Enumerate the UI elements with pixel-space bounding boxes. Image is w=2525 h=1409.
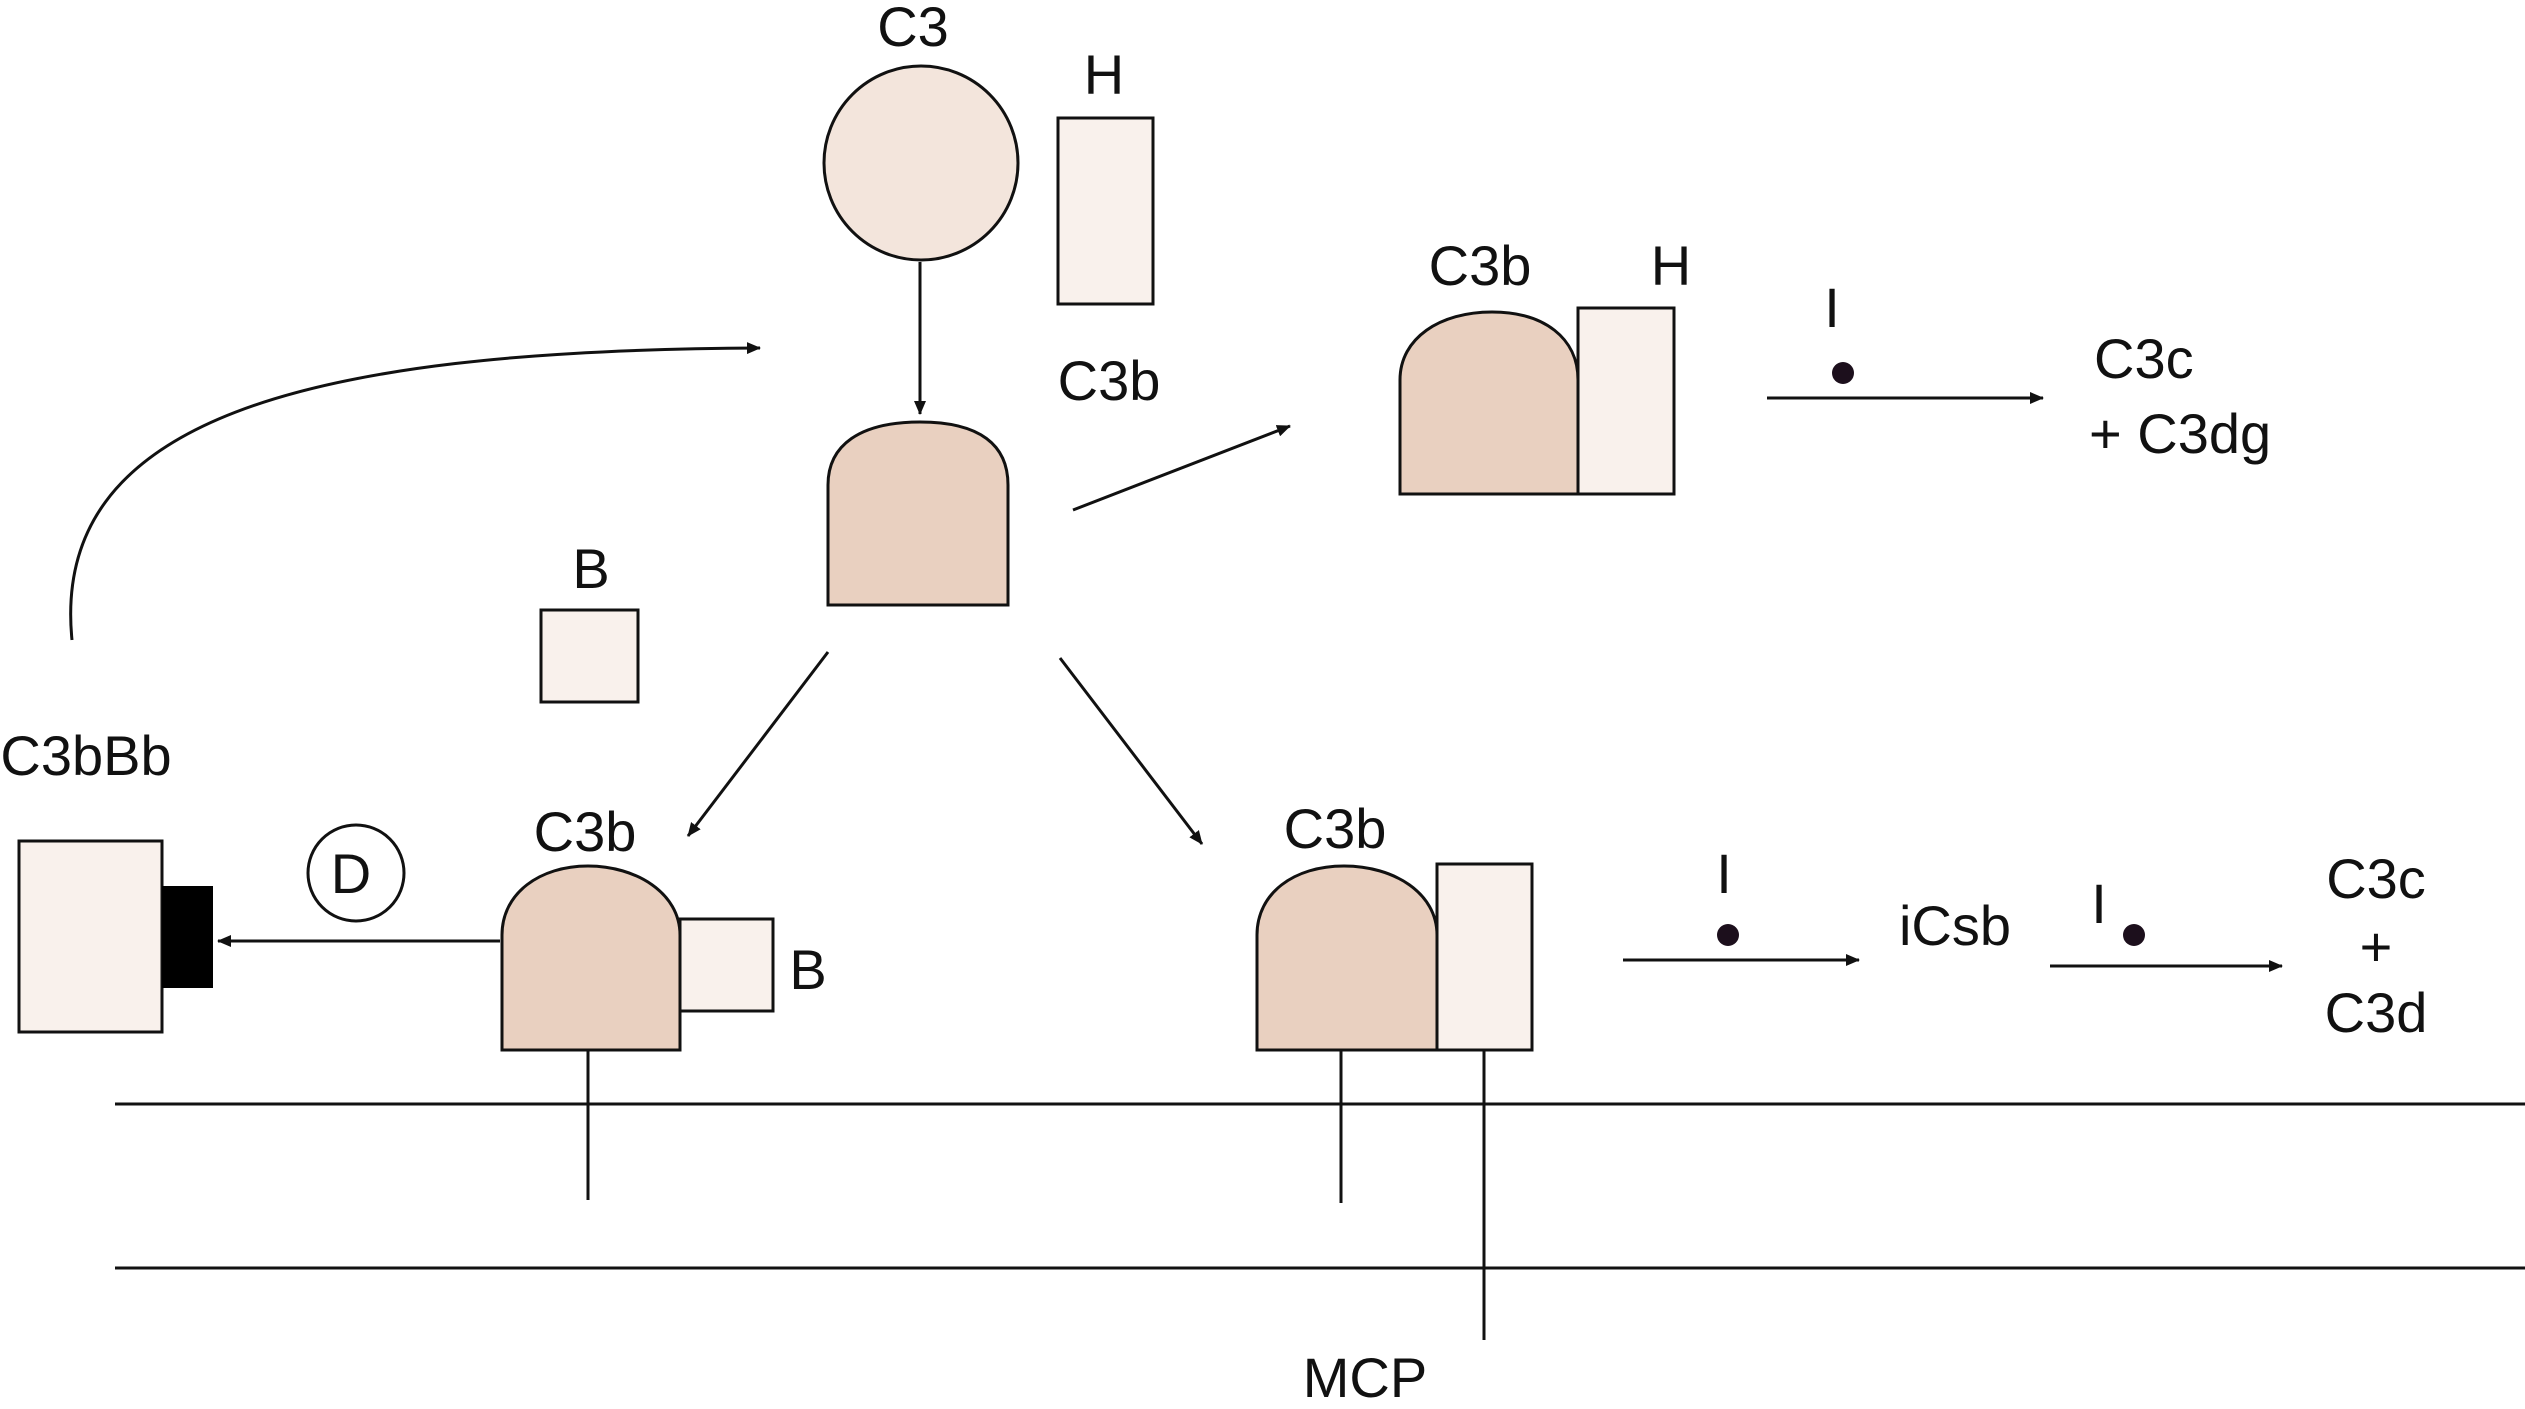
c3b-right-molecule (1255, 864, 1439, 1052)
arrow-to-c3b-left (686, 651, 830, 837)
c3c-right-label: C3c (2326, 847, 2426, 910)
h-complex-label: H (1651, 234, 1691, 297)
inhibitor-i-right-dot (2123, 924, 2145, 946)
c3dg-top-label: + C3dg (2089, 402, 2271, 465)
factor-h-top (1056, 116, 1155, 306)
plus-right-label: + (2360, 915, 2393, 978)
factor-d-label: D (331, 842, 371, 905)
inhibitor-i-right-label: I (2091, 872, 2107, 935)
factor-d-circle (306, 823, 406, 923)
c3b-right-label: C3b (1284, 797, 1387, 860)
inhibitor-i-mid-label: I (1716, 842, 1732, 905)
c3-molecule (822, 64, 1020, 262)
c3b-center-label: C3b (1058, 349, 1161, 412)
inhibitor-i-mid-dot (1717, 924, 1739, 946)
mcp-label: MCP (1303, 1346, 1427, 1409)
c3bbb-c3b-part (17, 839, 164, 1034)
factor-b-free (539, 608, 640, 704)
h-top-label: H (1084, 43, 1124, 106)
c3b-left-label: C3b (534, 800, 637, 863)
c3b-h-complex-label: C3b (1429, 234, 1532, 297)
icsb-label: iCsb (1899, 894, 2011, 957)
amplification-loop-arrow (69, 342, 761, 641)
arrow-to-c3b-h-complex (1072, 424, 1291, 512)
c3bbb-bb-part (162, 886, 213, 988)
mcp-receptor (1435, 862, 1534, 1052)
c3b-left-molecule (500, 864, 682, 1052)
factor-b-bound (678, 917, 775, 1013)
c3c-top-label: C3c (2094, 327, 2194, 390)
inhibitor-i-top-label: I (1824, 276, 1840, 339)
c3d-right-label: C3d (2325, 981, 2428, 1044)
c3bbb-label: C3bBb (0, 724, 171, 787)
b-free-label: B (572, 537, 609, 600)
arrow-to-c3b-right (1058, 657, 1204, 845)
b-bound-label: B (789, 938, 826, 1001)
c3b-center-molecule (826, 420, 1010, 607)
factor-h-complex (1576, 306, 1676, 496)
c3-label: C3 (877, 0, 949, 58)
inhibitor-i-top-dot (1832, 362, 1854, 384)
c3b-h-complex-molecule (1398, 310, 1580, 496)
